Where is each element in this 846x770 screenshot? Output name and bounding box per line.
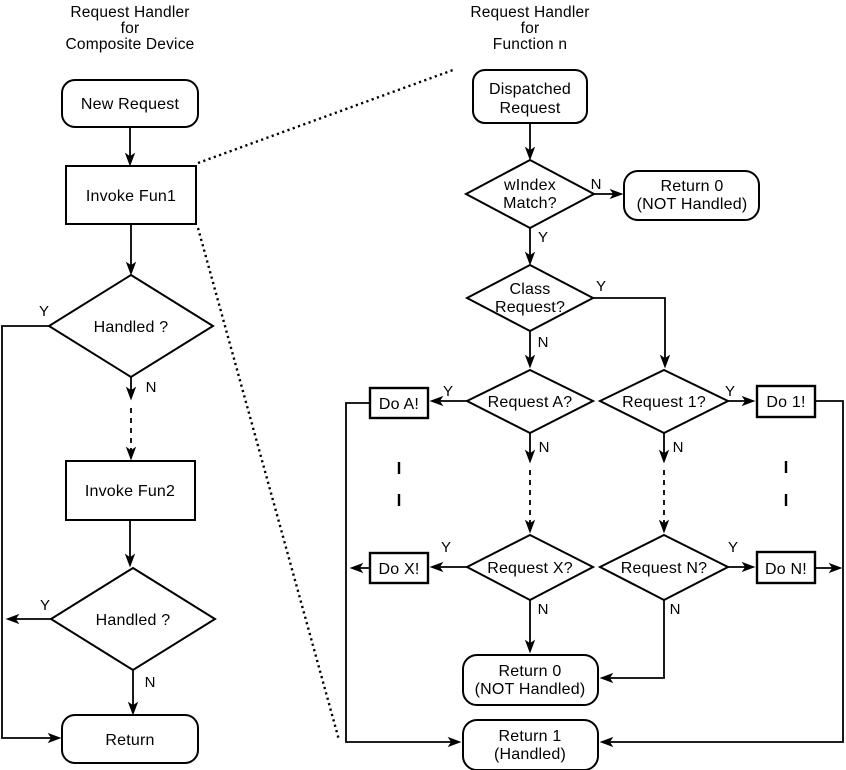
do-x-label: Do X! <box>378 561 419 578</box>
zoom-link-top-dotted-line <box>197 68 454 165</box>
request-x-decision-node <box>464 533 596 602</box>
handled1-yes-label: Y <box>39 303 49 320</box>
request-1-yes-label: Y <box>725 383 735 400</box>
do-x-node <box>368 551 430 585</box>
windex-match-label-line2: Match? <box>503 195 557 212</box>
request-1-label: Request 1? <box>622 394 706 411</box>
class-yes-label: Y <box>596 278 606 295</box>
request-n-label: Request N? <box>621 560 708 577</box>
invoke-fun2-node <box>65 460 196 521</box>
return-node <box>61 714 199 764</box>
left-chart-title-line2: for <box>121 20 140 37</box>
connector-do1-to-return1 <box>599 400 844 748</box>
request-x-yes-label: Y <box>441 539 451 556</box>
new-request-label: New Request <box>81 96 180 113</box>
return0-top-label-line2: (NOT Handled) <box>637 196 748 213</box>
left-chart-title-line3: Composite Device <box>66 36 195 53</box>
dispatched-request-node <box>472 69 588 124</box>
request-a-label: Request A? <box>488 394 573 411</box>
connector-requestn-no-to-return0bottom <box>599 600 665 684</box>
windex-match-label-line1: wIndex <box>503 177 556 194</box>
request-1-no-label: N <box>673 439 684 456</box>
do-n-node <box>755 550 817 585</box>
return1-node <box>462 719 599 770</box>
request-a-no-label: N <box>539 439 550 456</box>
left-chart: Request Handler for Composite Device New… <box>1 4 217 764</box>
request-x-no-label: N <box>538 601 549 618</box>
handled1-no-label: N <box>146 379 157 396</box>
handled2-label: Handled ? <box>96 612 171 629</box>
do-1-node <box>755 384 817 419</box>
dispatched-request-label-line2: Request <box>500 100 561 117</box>
return-label: Return <box>105 732 154 749</box>
connector-class-yes-to-request1 <box>593 297 671 369</box>
new-request-node <box>61 79 199 128</box>
return1-label-line1: Return 1 <box>499 728 562 745</box>
connector-doa-to-return1 <box>345 402 462 748</box>
right-chart-title-line2: for <box>521 20 540 37</box>
zoom-link-bottom-dotted-line <box>196 227 341 741</box>
request-n-no-label: N <box>670 601 681 618</box>
class-request-decision-node <box>464 263 596 333</box>
return0-bottom-node <box>462 654 599 706</box>
return0-bottom-label-line2: (NOT Handled) <box>475 681 586 698</box>
class-request-label-line1: Class <box>509 281 550 298</box>
request-1-decision-node <box>597 368 731 435</box>
return0-top-label-line1: Return 0 <box>661 178 724 195</box>
return0-bottom-label-line1: Return 0 <box>499 663 562 680</box>
class-no-label: N <box>538 334 549 351</box>
request-a-decision-node <box>464 368 596 435</box>
handled1-decision-node <box>47 273 215 379</box>
request-a-yes-label: Y <box>443 383 453 400</box>
do-1-label: Do 1! <box>766 394 805 411</box>
do-n-label: Do N! <box>765 561 807 578</box>
windex-no-label: N <box>591 176 602 193</box>
return0-top-node <box>623 170 760 221</box>
dispatched-request-label-line1: Dispatched <box>489 81 571 98</box>
request-n-decision-node <box>597 533 731 602</box>
connector-handled1-yes-to-return <box>1 325 62 744</box>
handled2-no-label: N <box>145 674 156 691</box>
right-chart-title-line1: Request Handler <box>470 4 589 21</box>
do-a-node <box>368 386 430 420</box>
handled2-decision-node <box>49 566 217 672</box>
handled2-yes-label: Y <box>40 597 50 614</box>
return1-label-line2: (Handled) <box>494 746 566 763</box>
invoke-fun1-node <box>65 165 197 225</box>
left-chart-title-line1: Request Handler <box>70 4 189 21</box>
windex-yes-label: Y <box>538 229 548 246</box>
right-chart: Request Handler for Function n Dispatche… <box>345 4 844 770</box>
windex-match-decision-node <box>463 158 597 230</box>
class-request-label-line2: Request? <box>495 299 565 316</box>
right-chart-title-line3: Function n <box>493 36 567 53</box>
do-a-label: Do A! <box>379 396 419 413</box>
invoke-fun2-label: Invoke Fun2 <box>85 483 175 500</box>
request-x-label: Request X? <box>487 560 573 577</box>
invoke-fun1-label: Invoke Fun1 <box>86 188 176 205</box>
request-n-yes-label: Y <box>728 539 738 556</box>
handled1-label: Handled ? <box>94 319 169 336</box>
